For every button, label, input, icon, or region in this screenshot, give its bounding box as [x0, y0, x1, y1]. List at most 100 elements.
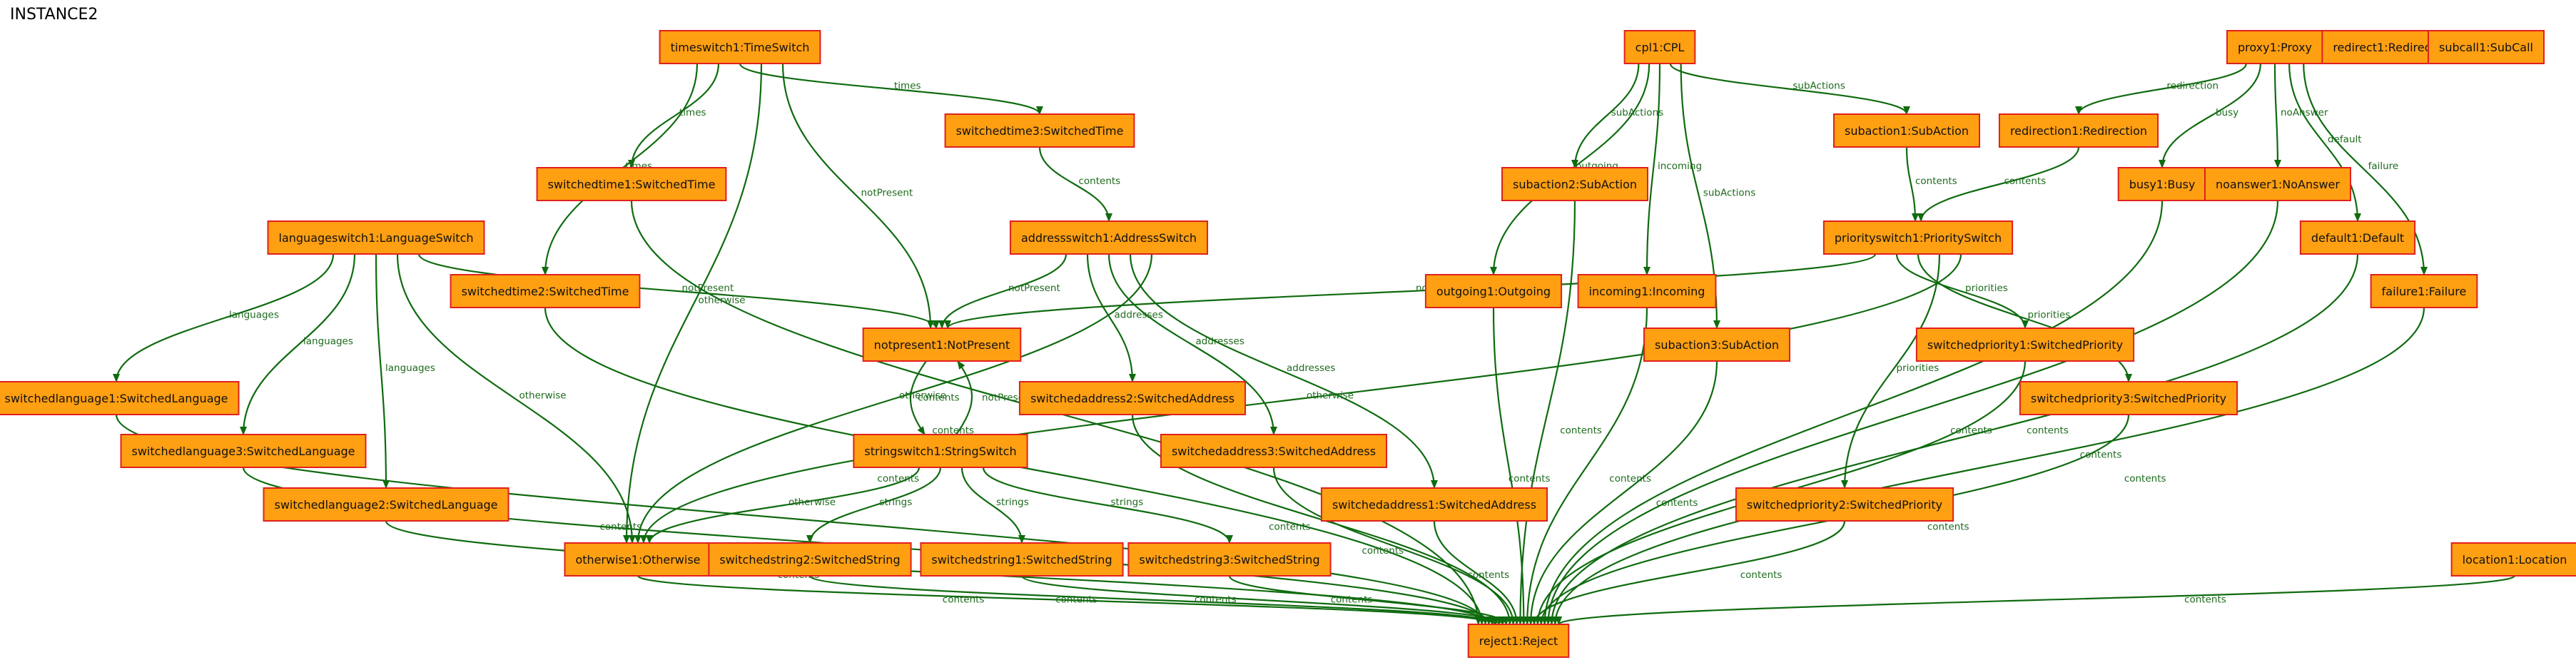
edge-cpl1-subaction1: subActions: [1669, 63, 1910, 115]
edge-switchedstring1-reject1: contents: [1020, 574, 1506, 626]
node-label: subaction1:SubAction: [1845, 124, 1969, 138]
edge-line: [1086, 253, 1136, 382]
node-incoming1[interactable]: incoming1:Incoming: [1577, 274, 1717, 308]
edge-line: [1272, 467, 1517, 625]
node-noanswer1[interactable]: noanswer1:NoAnswer: [2204, 167, 2351, 201]
edge-proxy1-default1: default: [2288, 63, 2362, 222]
node-switchedpriority3[interactable]: switchedpriority3:SwitchedPriority: [2019, 381, 2238, 415]
edge-switchedstring3-reject1: contents: [1228, 575, 1510, 625]
node-switchedaddress2[interactable]: switchedaddress2:SwitchedAddress: [1018, 381, 1247, 415]
node-switchedlanguage3[interactable]: switchedlanguage3:SwitchedLanguage: [120, 434, 367, 468]
node-location1[interactable]: location1:Location: [2450, 542, 2576, 577]
node-priorityswitch1[interactable]: priorityswitch1:PrioritySwitch: [1822, 220, 2014, 255]
node-label: notpresent1:NotPresent: [874, 338, 1010, 352]
node-subcall1[interactable]: subcall1:SubCall: [2427, 30, 2545, 64]
node-box: [1160, 434, 1388, 468]
node-box: [862, 328, 1022, 362]
edge-line: [2273, 63, 2281, 168]
edge-line: [944, 253, 1877, 329]
node-redirection1[interactable]: redirection1:Redirection: [1998, 113, 2159, 148]
node-switchedtime2[interactable]: switchedtime2:SwitchedTime: [450, 274, 641, 308]
node-box: [920, 542, 1124, 577]
node-label: switchedtime2:SwitchedTime: [462, 285, 629, 298]
edge-notpresent1-stringswitch1: contents: [909, 360, 960, 435]
node-outgoing1[interactable]: outgoing1:Outgoing: [1424, 274, 1563, 308]
edge-languageswitch1-switchedlanguage3: languages: [240, 253, 356, 435]
node-label: switchedaddress3:SwitchedAddress: [1172, 445, 1376, 458]
edge-line: [2075, 63, 2247, 115]
edge-stringswitch1-otherwise1: otherwise: [646, 467, 921, 544]
edge-priorityswitch1-switchedpriority3: priorities: [1917, 253, 2132, 382]
node-switchedpriority1[interactable]: switchedpriority1:SwitchedPriority: [1915, 328, 2135, 362]
edge-languageswitch1-switchedlanguage2: languages: [375, 253, 435, 489]
edge-label: busy: [2216, 107, 2238, 118]
edge-label: notPresent: [682, 283, 734, 294]
node-label: switchedstring1:SwitchedString: [931, 553, 1112, 567]
node-box: [1577, 274, 1717, 308]
edge-line: [1548, 253, 2359, 625]
node-label: addressswitch1:AddressSwitch: [1021, 231, 1197, 245]
node-box: [708, 542, 912, 577]
node-proxy1[interactable]: proxy1:Proxy: [2226, 30, 2324, 64]
node-cpl1[interactable]: cpl1:CPL: [1623, 30, 1696, 64]
node-label: reject1:Reject: [1479, 634, 1558, 648]
node-switchedlanguage1[interactable]: switchedlanguage1:SwitchedLanguage: [0, 381, 240, 415]
node-switchedaddress1[interactable]: switchedaddress1:SwitchedAddress: [1320, 487, 1548, 522]
edge-line: [240, 253, 356, 435]
edge-addressswitch1-notpresent1: notPresent: [938, 253, 1068, 329]
node-box: [1832, 113, 1981, 148]
edge-label: contents: [2124, 473, 2166, 484]
node-notpresent1[interactable]: notpresent1:NotPresent: [862, 328, 1022, 362]
node-box: [1320, 487, 1548, 522]
node-subaction3[interactable]: subaction3:SubAction: [1643, 328, 1791, 362]
node-switchedstring1[interactable]: switchedstring1:SwitchedString: [920, 542, 1124, 577]
node-switchedtime1[interactable]: switchedtime1:SwitchedTime: [536, 167, 727, 201]
edge-label: languages: [385, 362, 435, 374]
edge-line: [1917, 253, 2132, 382]
edge-proxy1-noanswer1: noAnswer: [2273, 63, 2328, 168]
node-redirect1[interactable]: redirect1:Redirect: [2321, 30, 2447, 64]
edge-switchedaddress1-reject1: contents: [1433, 520, 1521, 625]
node-otherwise1[interactable]: otherwise1:Otherwise: [564, 542, 712, 577]
edge-subaction2-reject1: contents: [1516, 200, 1602, 625]
node-stringswitch1[interactable]: stringswitch1:StringSwitch: [853, 434, 1028, 468]
edge-line: [1107, 253, 1277, 435]
node-switchedlanguage2[interactable]: switchedlanguage2:SwitchedLanguage: [263, 487, 509, 522]
edge-label: priorities: [2028, 310, 2071, 321]
node-switchedaddress3[interactable]: switchedaddress3:SwitchedAddress: [1160, 434, 1388, 468]
node-subaction2[interactable]: subaction2:SubAction: [1501, 167, 1649, 201]
edge-line: [623, 63, 763, 544]
node-switchedtime3[interactable]: switchedtime3:SwitchedTime: [944, 113, 1135, 148]
node-switchedstring3[interactable]: switchedstring3:SwitchedString: [1127, 542, 1332, 577]
node-failure1[interactable]: failure1:Failure: [2370, 274, 2478, 308]
edge-line: [806, 467, 942, 544]
node-timeswitch1[interactable]: timeswitch1:TimeSwitch: [659, 30, 821, 64]
node-reject1[interactable]: reject1:Reject: [1467, 624, 1570, 658]
edge-label: contents: [1560, 425, 1602, 437]
node-label: otherwise1:Otherwise: [575, 553, 700, 567]
edge-line: [1038, 146, 1112, 222]
node-label: switchedtime3:SwitchedTime: [956, 124, 1124, 138]
node-busy1[interactable]: busy1:Busy: [2117, 167, 2207, 201]
node-default1[interactable]: default1:Default: [2299, 220, 2416, 255]
edge-line: [2303, 63, 2428, 275]
node-label: outgoing1:Outgoing: [1436, 285, 1551, 298]
node-box: [1998, 113, 2159, 148]
node-switchedpriority2[interactable]: switchedpriority2:SwitchedPriority: [1735, 487, 1954, 522]
node-switchedstring2[interactable]: switchedstring2:SwitchedString: [708, 542, 912, 577]
node-label: switchedstring3:SwitchedString: [1139, 553, 1319, 567]
edge-subaction3-reject1: contents: [1527, 360, 1718, 625]
node-box: [1643, 328, 1791, 362]
edge-label: addresses: [1115, 310, 1163, 321]
node-label: subaction2:SubAction: [1513, 178, 1637, 191]
edge-line: [1516, 200, 1576, 625]
node-languageswitch1[interactable]: languageswitch1:LanguageSwitch: [267, 220, 485, 255]
node-subaction1[interactable]: subaction1:SubAction: [1832, 113, 1981, 148]
edge-line: [646, 467, 921, 544]
node-box: [1623, 30, 1696, 64]
edge-label: times: [894, 81, 921, 92]
edge-label: contents: [1079, 176, 1121, 187]
edge-line: [628, 63, 720, 168]
node-addressswitch1[interactable]: addressswitch1:AddressSwitch: [1009, 220, 1209, 255]
edge-line: [113, 253, 335, 382]
